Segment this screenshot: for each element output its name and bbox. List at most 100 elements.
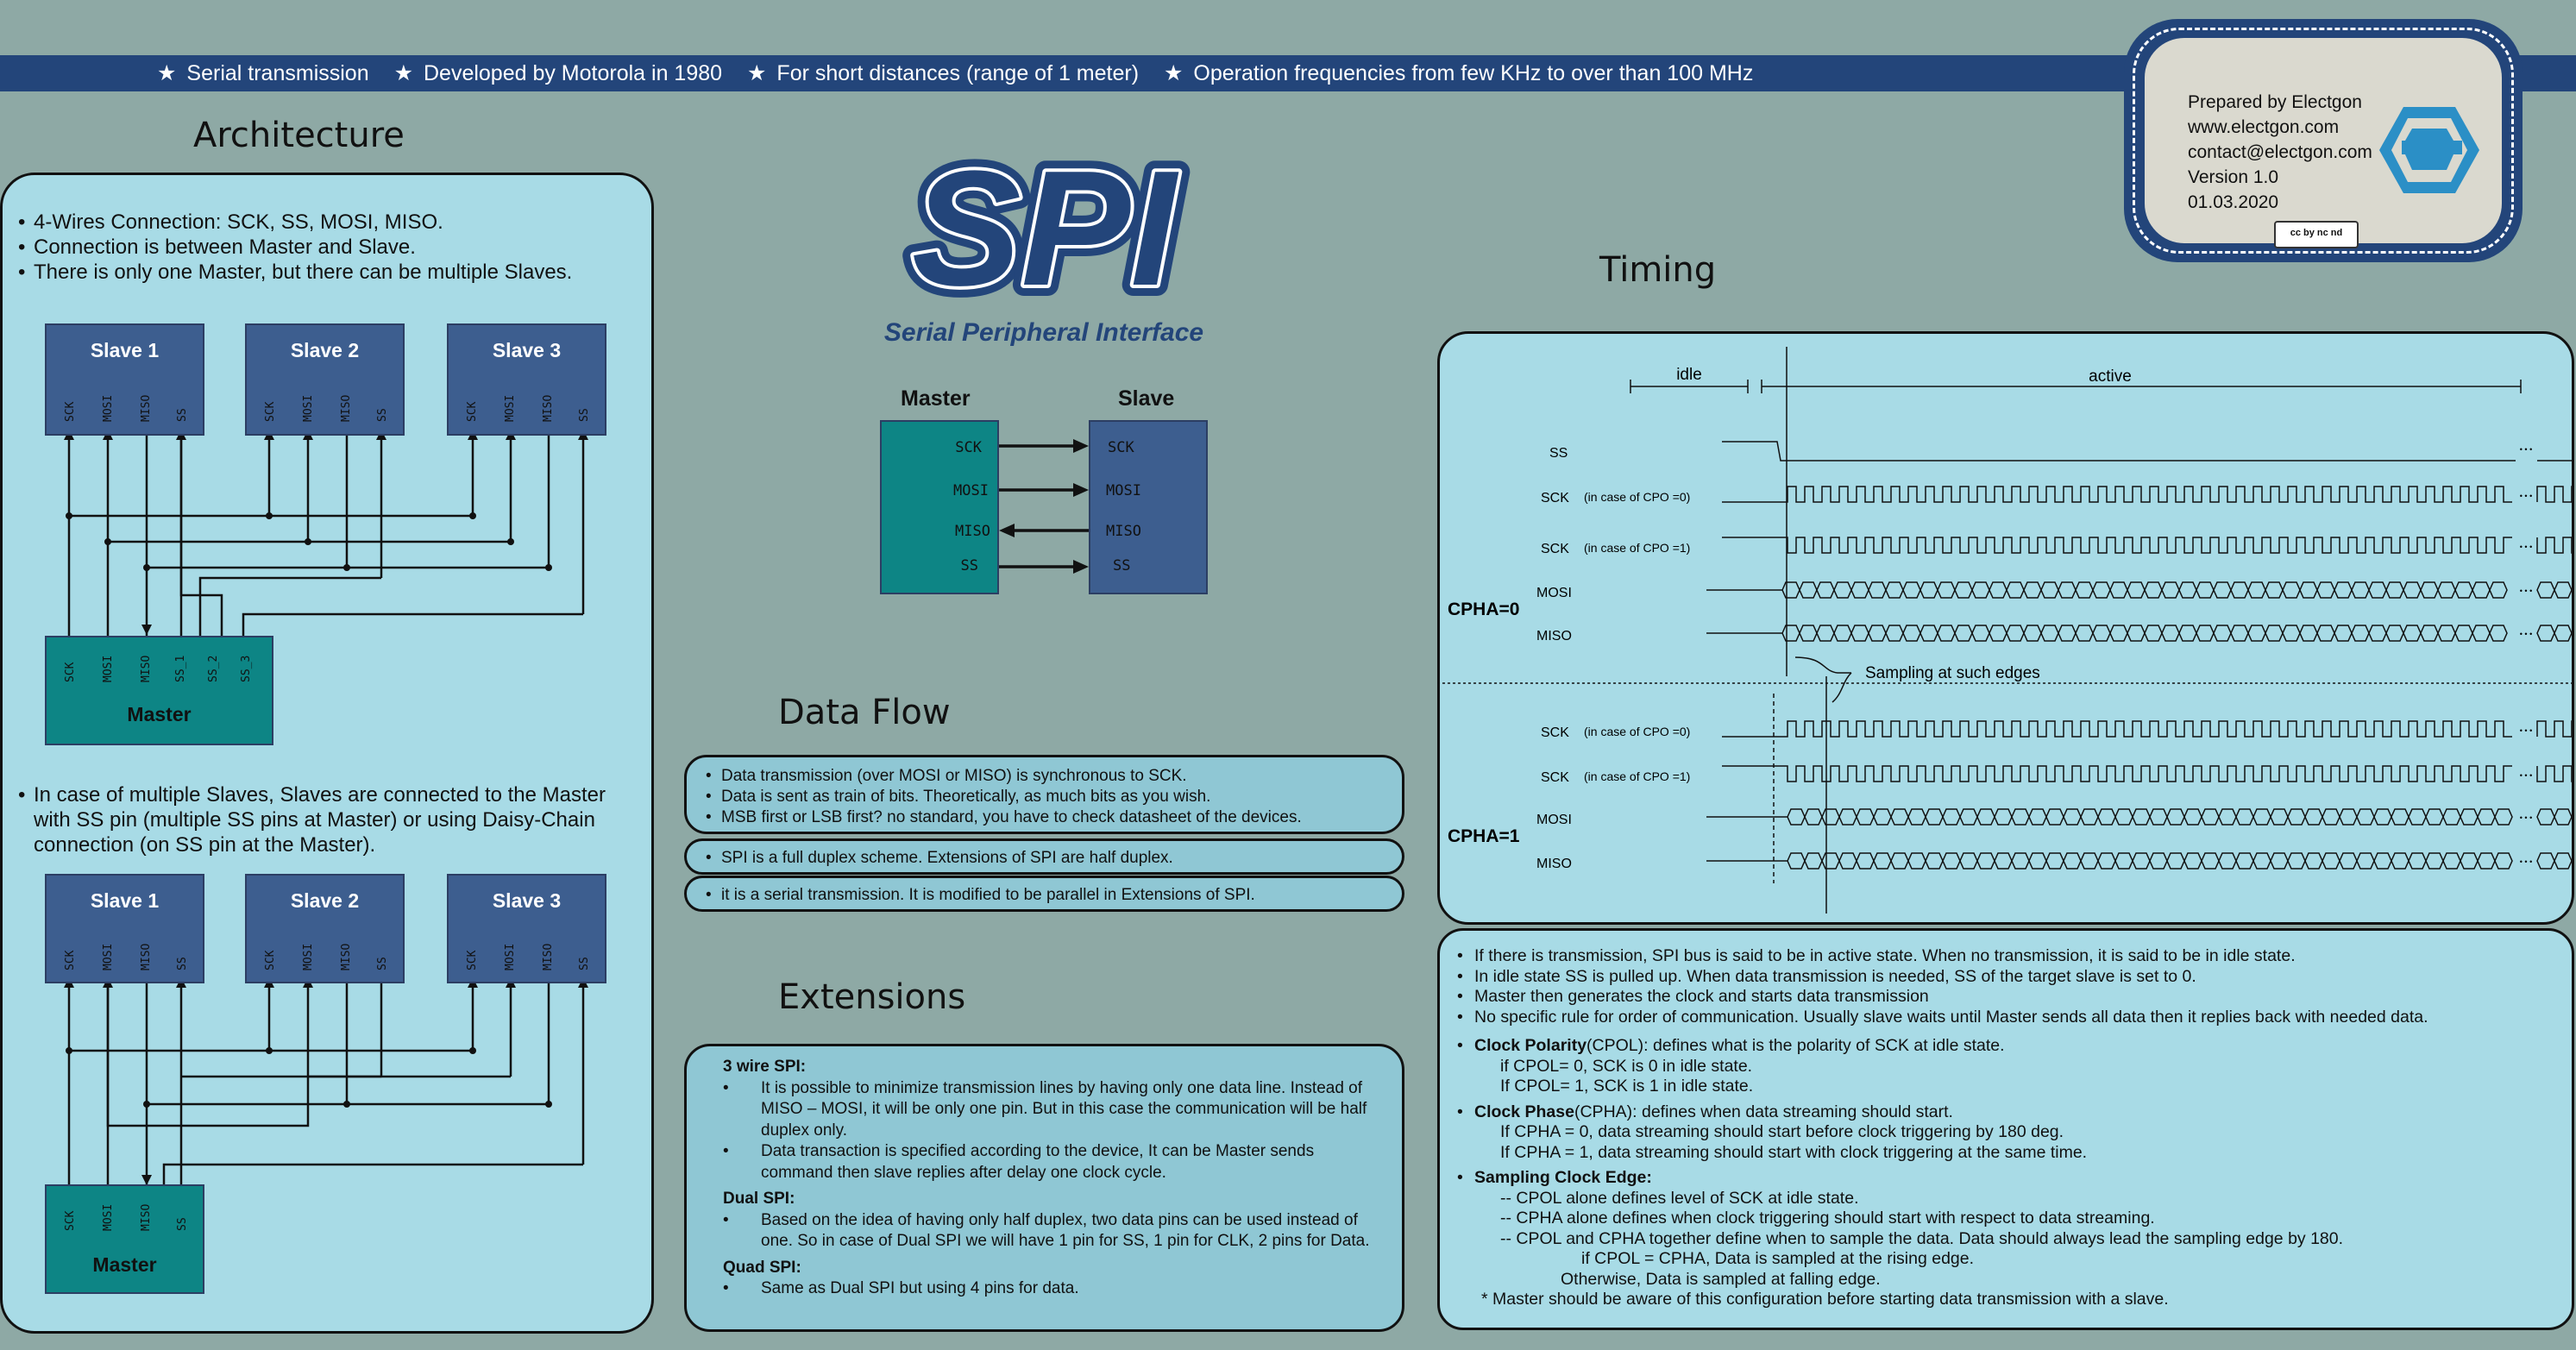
extensions-title: Extensions	[778, 977, 966, 1017]
master-label: Master	[127, 703, 192, 725]
banner-item: Developed by Motorola in 1980	[423, 61, 723, 85]
ellipsis: • • •	[2520, 630, 2532, 638]
note-text: If CPHA = 0, data streaming should start…	[1500, 1122, 2064, 1141]
pin-label: MOSI	[504, 943, 517, 970]
pin-label: SCK	[64, 1210, 77, 1231]
pin-label: SCK	[64, 662, 77, 682]
timing-title: Timing	[1599, 250, 1717, 290]
banner-item: For short distances (range of 1 meter)	[776, 61, 1140, 85]
pin-label: MISO	[542, 394, 555, 422]
master-label: Master	[92, 1253, 157, 1276]
pin-label: MOSI	[102, 943, 115, 970]
ellipsis: • • •	[2520, 543, 2532, 551]
pin-label: SS	[1113, 557, 1131, 575]
pin-label: SCK	[955, 439, 982, 456]
bullet-text: There is only one Master, but there can …	[18, 260, 648, 285]
svg-text:SPI: SPI	[912, 137, 1179, 320]
connection-master-title: Master	[901, 386, 971, 411]
pin-label: MOSI	[102, 1203, 115, 1231]
electgon-logo-icon	[2379, 107, 2479, 193]
slave-label: Slave 1	[90, 339, 160, 361]
note-text: -- CPHA alone defines when clock trigger…	[1500, 1209, 2155, 1228]
note-heading: Clock Polarity	[1474, 1036, 1587, 1055]
pin-label: SS	[578, 408, 591, 422]
note-text: (CPHA): defines when data streaming shou…	[1574, 1102, 1953, 1121]
data-flow-box: Data transmission (over MOSI or MISO) is…	[684, 755, 1404, 834]
data-flow-box: SPI is a full duplex scheme. Extensions …	[684, 838, 1404, 875]
star-icon: ★	[747, 61, 767, 85]
architecture-title: Architecture	[193, 116, 405, 155]
pin-label: SCK	[1108, 439, 1134, 456]
sck-cpol1-trace	[1722, 537, 2574, 554]
sck-cpol0-trace	[1722, 720, 2574, 738]
bullet-text: In case of multiple Slaves, Slaves are c…	[18, 782, 648, 857]
sck-cpol0-trace	[1722, 486, 2574, 503]
ss-trace	[1722, 441, 2574, 462]
pin-label: MOSI	[953, 482, 989, 499]
note-heading: Clock Phase	[1474, 1102, 1574, 1121]
spi-logo: SPI SPI SPI Serial Peripheral Interface	[884, 129, 1203, 347]
info-line: Prepared by Electgon	[2188, 92, 2362, 112]
pin-label: SCK	[466, 401, 479, 422]
idle-label: idle	[1676, 366, 1702, 384]
pin-label: SS	[578, 957, 591, 970]
signal-note: (in case of CPO =0)	[1584, 725, 1690, 738]
notes-panel: •If there is transmission, SPI bus is sa…	[1437, 928, 2574, 1330]
pin-label: MOSI	[302, 394, 315, 422]
pin-label: SS	[960, 557, 978, 575]
bullet-text: it is a serial transmission. It is modif…	[706, 885, 1396, 906]
miso-trace	[1706, 625, 2574, 642]
pin-label: MISO	[1106, 523, 1141, 540]
extension-text: It is possible to minimize transmission …	[761, 1078, 1367, 1140]
mosi-trace	[1706, 581, 2574, 599]
signal-label: MOSI	[1536, 813, 1572, 827]
pin-label: SS	[376, 408, 389, 422]
connection-master-box: SCK MOSI MISO SS	[880, 420, 999, 594]
pin-label: SS	[176, 957, 189, 970]
signal-note: (in case of CPO =1)	[1584, 769, 1690, 783]
ellipsis: • • •	[2520, 813, 2532, 822]
slave-label: Slave 3	[492, 339, 562, 361]
ellipsis: • • •	[2520, 857, 2532, 866]
note-text: If there is transmission, SPI bus is sai…	[1474, 946, 2296, 965]
spi-title: SPI	[912, 137, 1179, 320]
slave-box: Slave 2 SCK MOSI MISO SS	[245, 874, 405, 983]
note-text: -- CPOL alone defines level of SCK at id…	[1500, 1188, 1859, 1208]
note-text: No specific rule for order of communicat…	[1474, 1007, 2428, 1027]
bullet-text: 4-Wires Connection: SCK, SS, MOSI, MISO.	[18, 210, 648, 235]
ellipsis: • • •	[2520, 492, 2532, 500]
slave-label: Slave 2	[290, 339, 360, 361]
slave-label: Slave 3	[492, 889, 562, 912]
signal-label: MOSI	[1536, 586, 1572, 600]
banner-item: Serial transmission	[186, 61, 369, 85]
cpha0-label: CPHA=0	[1448, 600, 1519, 619]
pin-label: SS_3	[240, 655, 253, 682]
pin-label: SCK	[264, 950, 277, 970]
pin-label: MOSI	[1106, 482, 1141, 499]
pin-label: SS_1	[174, 655, 187, 682]
note-text: If CPHA = 1, data streaming should start…	[1500, 1142, 2088, 1162]
ellipsis: • • •	[2520, 771, 2532, 780]
slave-label: Slave 1	[90, 889, 160, 912]
pin-label: MOSI	[504, 394, 517, 422]
pin-label: MISO	[955, 523, 990, 540]
note-text: In idle state SS is pulled up. When data…	[1474, 966, 2196, 986]
info-line: www.electgon.com	[2188, 117, 2340, 137]
bullet-text: SPI is a full duplex scheme. Extensions …	[706, 848, 1396, 869]
pin-label: MISO	[340, 943, 353, 970]
pin-label: SS	[176, 1217, 189, 1231]
bullet-text: Connection is between Master and Slave.	[18, 235, 648, 260]
slave-label: Slave 2	[290, 889, 360, 912]
master-box: SCK MOSI MISO SS_1 SS_2 SS_3 Master	[45, 636, 273, 745]
sampling-label: Sampling at such edges	[1865, 664, 2040, 682]
star-icon: ★	[1164, 61, 1184, 85]
pin-label: MISO	[140, 655, 153, 682]
signal-label: SCK	[1541, 542, 1569, 556]
banner-item: Operation frequencies from few KHz to ov…	[1193, 61, 1754, 85]
note-text: If CPOL= 1, SCK is 1 in idle state.	[1500, 1077, 1754, 1096]
pin-label: MOSI	[302, 943, 315, 970]
active-label: active	[2089, 367, 2132, 386]
slave-box: Slave 1 SCK MOSI MISO SS	[45, 323, 204, 436]
note-text: (CPOL): defines what is the polarity of …	[1586, 1036, 2005, 1055]
note-text: * Master should be aware of this configu…	[1481, 1290, 2169, 1309]
